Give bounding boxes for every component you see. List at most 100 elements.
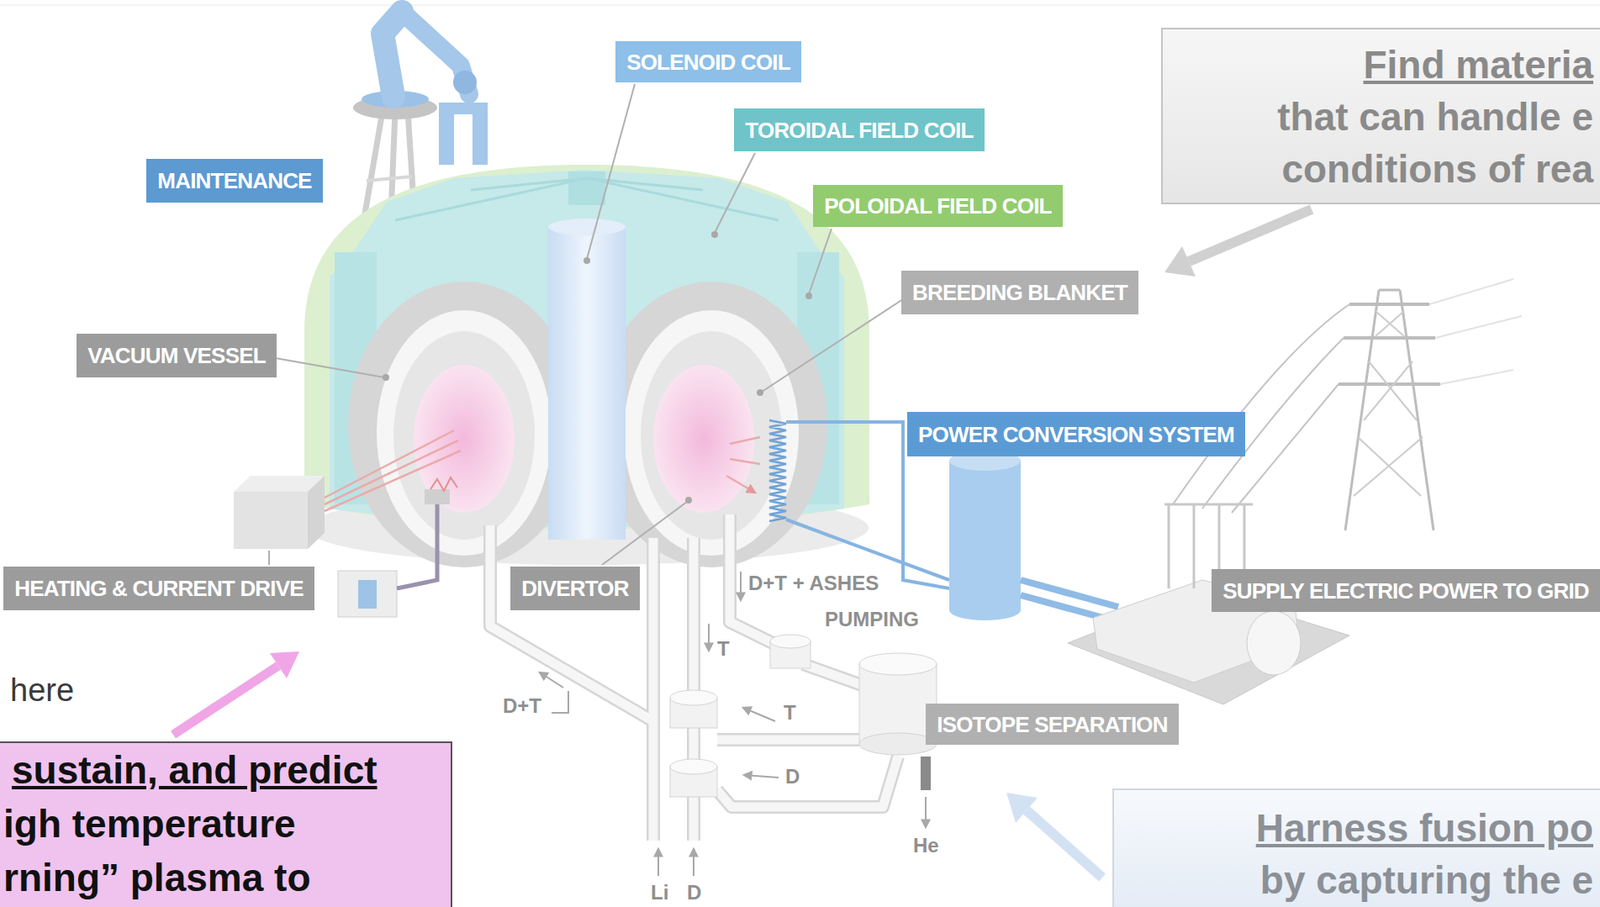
leader-lines (808, 228, 832, 295)
isotope-label: T (717, 638, 730, 660)
fuel-cycle-piping (490, 514, 898, 841)
flow-arrows (539, 571, 926, 877)
power-conversion (949, 460, 1021, 611)
isotope-label: D (785, 766, 800, 787)
part-label-text: MAINTENANCE (157, 169, 312, 192)
isotope-label: Li (650, 882, 669, 903)
leader-dots (382, 231, 813, 504)
flow-label: D+T + ASHES (748, 573, 879, 594)
leader-dots (711, 231, 719, 238)
tokamak-body (413, 364, 515, 513)
fuel-cycle-piping (490, 514, 937, 841)
power-conversion (949, 600, 1021, 621)
fuel-cycle-piping (770, 634, 811, 649)
part-label-text: SOLENOID COIL (626, 51, 791, 74)
power-conversion (1246, 611, 1301, 676)
fuel-cycle-piping (670, 759, 718, 775)
part-label: SUPPLY ELECTRIC POWER TO GRID (1211, 569, 1600, 613)
maintenance-crane (453, 70, 477, 95)
pointer-note: here (10, 674, 74, 707)
transmission-tower (1172, 304, 1350, 513)
leader-lines (268, 550, 270, 566)
isotope-label: D (686, 882, 702, 903)
part-label: DIVERTOR (510, 566, 640, 611)
heating-system (424, 489, 450, 505)
top-rule (0, 5, 1600, 6)
flow-arrows (707, 623, 710, 651)
heating-system (396, 504, 438, 589)
flow-arrows (739, 571, 742, 601)
flow-arrows (924, 797, 927, 828)
part-label: TOROIDAL FIELD COIL (733, 108, 985, 152)
flow-arrows (657, 849, 660, 877)
tokamak-body (623, 310, 799, 556)
part-label: VACUUM VESSEL (76, 333, 277, 378)
callout-arrows (1006, 792, 1038, 824)
tokamak-body (548, 218, 626, 236)
flow-arrows (539, 672, 564, 688)
transmission-tower (1345, 290, 1434, 531)
leader-dots (685, 496, 692, 504)
part-label-text: BREEDING BLANKET (912, 281, 1128, 304)
leader-lines (269, 84, 909, 566)
flow-arrows (743, 707, 776, 722)
part-label: SOLENOID COIL (615, 41, 802, 83)
heating-system (337, 570, 397, 618)
heating-system (430, 477, 458, 492)
heat-exchanger-coil (769, 420, 787, 522)
callout-heading: sustain, and predict (11, 743, 378, 798)
callout-heading: Harness fusion po (1256, 802, 1594, 855)
leader-lines (714, 153, 756, 233)
leader-dots (583, 257, 591, 265)
callout-body: igh temperature rning” plasma to (3, 797, 357, 905)
leader-lines (270, 357, 385, 378)
isotope-label: He (913, 835, 940, 856)
transmission-tower (1338, 304, 1441, 385)
part-label-text: TOROIDAL FIELD COIL (744, 119, 973, 142)
tokamak-body (595, 281, 828, 568)
flow-arrows (744, 775, 779, 778)
part-label: BREEDING BLANKET (901, 270, 1139, 315)
leader-lines (601, 501, 687, 566)
transmission-tower (1429, 279, 1522, 385)
part-label-text: ISOTOPE SEPARATION (936, 713, 1168, 736)
part-label: HEATING & CURRENT DRIVE (3, 566, 315, 611)
fuel-cycle-piping (490, 514, 898, 841)
isotope-label: T (783, 702, 797, 724)
flow-arrows (692, 849, 695, 877)
tokamak-body (653, 364, 755, 513)
callout-box: sustain, and predictigh temperature rnin… (0, 741, 453, 907)
part-label-text: HEATING & CURRENT DRIVE (14, 577, 304, 600)
tokamak-body (393, 331, 535, 540)
part-label-text: DIVERTOR (521, 577, 629, 600)
leader-dots (756, 389, 764, 397)
part-label: POLOIDAL FIELD COIL (813, 184, 1063, 228)
tokamak-body (726, 437, 761, 493)
flow-label: PUMPING (824, 609, 919, 630)
heat-exchanger-coil (786, 519, 950, 581)
part-label-text: POWER CONVERSION SYSTEM (918, 423, 1235, 446)
callout-arrows (1026, 810, 1103, 878)
callout-arrows (269, 651, 300, 679)
part-label-text: SUPPLY ELECTRIC POWER TO GRID (1222, 580, 1590, 602)
callout-heading: Find materia (1362, 38, 1594, 91)
tokamak-body (395, 178, 779, 221)
callout-body: that can handle e conditions of rea (1223, 90, 1594, 196)
callout-arrows (1164, 246, 1196, 277)
callout-arrows (1188, 209, 1312, 262)
isotope-label: D+T (502, 696, 542, 717)
leader-dots (382, 374, 390, 381)
part-label: POWER CONVERSION SYSTEM (907, 411, 1246, 457)
tokamak-body (376, 310, 552, 556)
callout-arrows (173, 665, 279, 735)
part-label-text: POLOIDAL FIELD COIL (823, 195, 1051, 217)
callout-body: by capturing the e (1260, 854, 1594, 907)
part-label: MAINTENANCE (146, 158, 323, 203)
maintenance-crane (438, 109, 455, 165)
flow-arrows (551, 691, 569, 713)
tokamak-body (548, 227, 626, 540)
leader-lines (761, 295, 909, 392)
heating-system (324, 430, 461, 512)
fuel-cycle-piping (920, 756, 931, 791)
